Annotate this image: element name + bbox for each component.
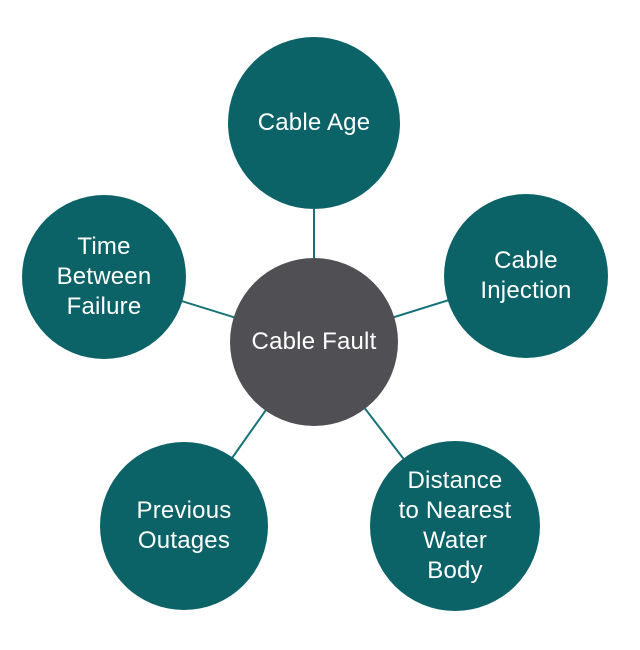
node-label-line: Cable Fault [251, 328, 377, 355]
node-label-line: Cable Age [257, 109, 371, 136]
node-time-between-failure: Time Between Failure [22, 195, 186, 359]
node-label-line: Between [56, 263, 152, 290]
node-label-line: to Nearest [398, 497, 512, 524]
node-label-line: Injection [480, 277, 572, 304]
node-cable-age: Cable Age [228, 37, 400, 209]
node-cable-injection: Cable Injection [444, 194, 608, 358]
node-label-line: Failure [66, 293, 142, 320]
node-label-line: Previous [136, 497, 232, 524]
node-label-line: Outages [137, 527, 231, 554]
node-cable-fault-label: Cable Fault [252, 327, 377, 357]
node-label-line: Water [422, 527, 488, 554]
node-previous-outages: Previous Outages [100, 442, 268, 610]
node-distance-to-nearest-water-body-label: Distance to Nearest Water Body [399, 466, 512, 586]
node-label-line: Cable [494, 247, 558, 274]
node-previous-outages-label: Previous Outages [137, 496, 232, 556]
node-cable-age-label: Cable Age [258, 108, 371, 138]
node-cable-fault-center: Cable Fault [230, 258, 398, 426]
node-time-between-failure-label: Time Between Failure [57, 232, 152, 322]
node-label-line: Body [427, 557, 483, 584]
node-label-line: Time [77, 233, 131, 260]
node-label-line: Distance [407, 467, 503, 494]
node-cable-injection-label: Cable Injection [480, 246, 571, 306]
node-distance-to-nearest-water-body: Distance to Nearest Water Body [370, 441, 540, 611]
